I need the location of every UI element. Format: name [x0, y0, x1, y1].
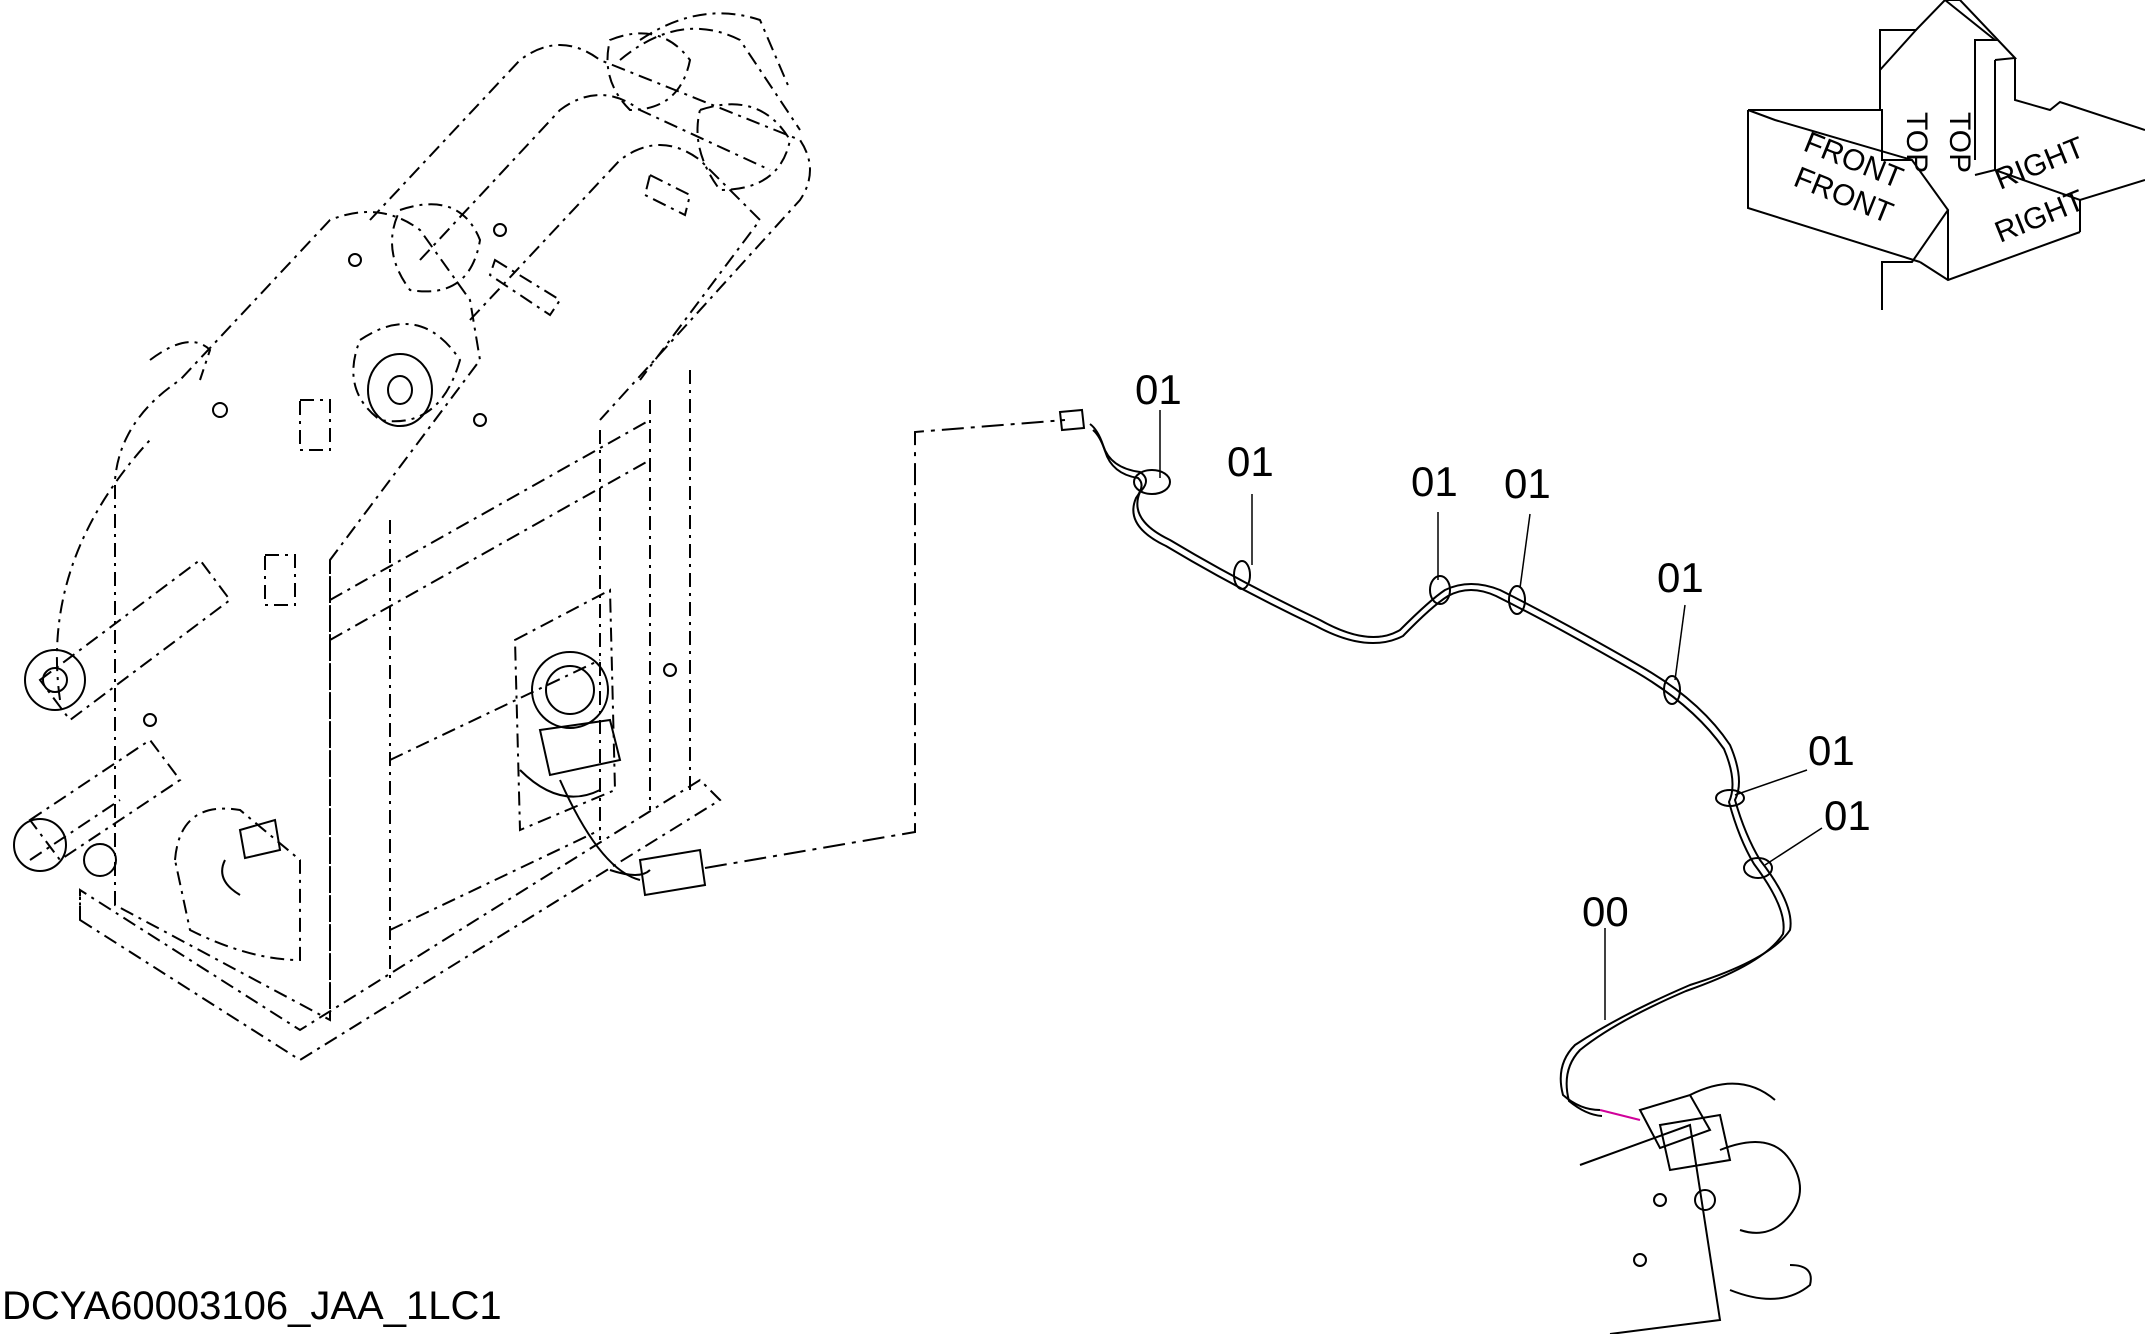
drawing-id: DCYA60003106_JAA_1LC1: [2, 1284, 502, 1328]
frame-harness-connector: [559, 779, 707, 897]
leader-dash-line: [704, 419, 1066, 869]
frame-assembly: [28, 12, 811, 1062]
pump-unit: [519, 651, 622, 798]
callout-leaders: [1159, 410, 1823, 1020]
callout-01-c: 01: [1411, 458, 1458, 505]
callout-labels: 01 01 01 01 01 01 01 00: [1135, 366, 1871, 935]
callout-01-d: 01: [1504, 460, 1551, 507]
callout-01-g: 01: [1824, 792, 1871, 839]
callout-01-a: 01: [1135, 366, 1182, 413]
callout-01-f: 01: [1808, 727, 1855, 774]
accent-wire: [1599, 1109, 1641, 1121]
callout-00: 00: [1582, 888, 1629, 935]
lower-connector: [221, 818, 282, 896]
orient-top-left: TOP: [1900, 112, 1933, 173]
callout-01-b: 01: [1227, 438, 1274, 485]
orientation-indicator: FRONT FRONT TOP TOP RIGHT RIGHT: [1747, 0, 2145, 310]
callout-01-e: 01: [1657, 554, 1704, 601]
harness-wire: [1058, 408, 1792, 1117]
orient-top-right: TOP: [1943, 112, 1976, 173]
valve-bracket-assembly: [1579, 1082, 1812, 1334]
frame-bosses: [13, 223, 677, 877]
